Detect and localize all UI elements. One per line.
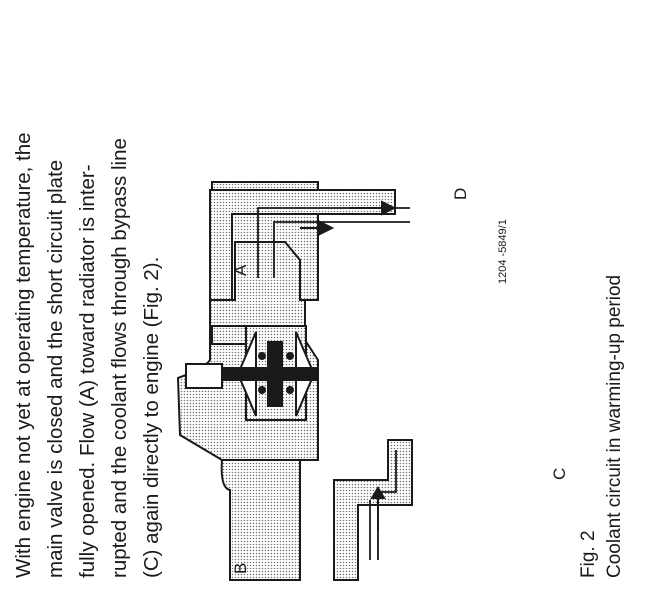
figure-caption: Coolant circuit in warming-up period bbox=[604, 274, 625, 578]
label-c: C bbox=[550, 468, 569, 480]
figure-number: Fig. 2 bbox=[578, 530, 599, 578]
label-b: B bbox=[231, 563, 250, 574]
label-a: A bbox=[231, 264, 250, 276]
label-d: D bbox=[451, 188, 470, 200]
drawing-code: 1204 -5849/1 bbox=[497, 219, 509, 284]
flow-arrows bbox=[300, 200, 397, 530]
thermostat-valve bbox=[185, 325, 319, 421]
